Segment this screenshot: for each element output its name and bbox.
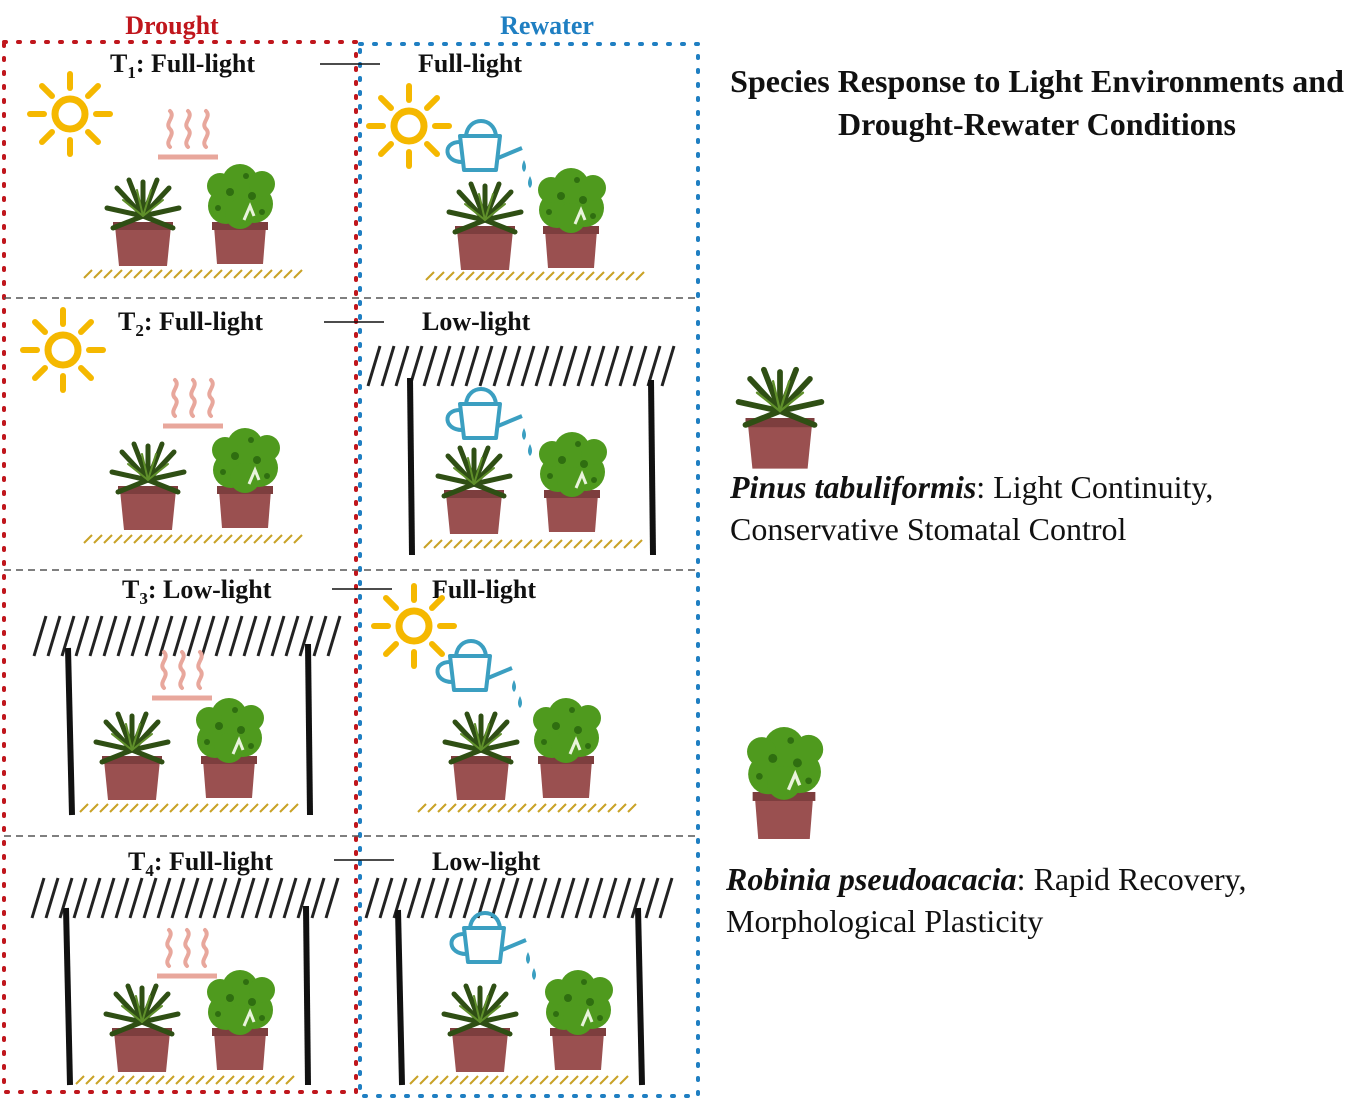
heat-icon [163, 380, 223, 426]
watering-can-icon [435, 639, 524, 710]
shade-net [32, 614, 342, 658]
robinia-plant-icon [205, 162, 277, 266]
ground-hatch [83, 534, 303, 544]
t3-rewater-label: Full-light [432, 575, 536, 604]
drought-frame [2, 40, 358, 1094]
species-pinus-desc: : Light Continuity, Conservative Stomata… [730, 469, 1214, 547]
sun-icon [30, 74, 110, 154]
t3-drought-label: T3: Low-light [122, 575, 272, 608]
species-pinus-text: Pinus tabuliformis: Light Continuity, Co… [730, 466, 1350, 550]
robinia-plant-icon [543, 968, 615, 1072]
ground-hatch [79, 803, 299, 813]
shade-post [395, 909, 405, 1086]
heat-icon [152, 652, 212, 698]
shade-net [30, 876, 340, 920]
pine-plant-icon [106, 986, 178, 1072]
pine-plant-icon [438, 448, 510, 534]
species-robinia-desc: : Rapid Recovery, Morphological Plastici… [726, 861, 1247, 939]
treatment-row-t3: T3: Low-light Full-light [32, 575, 637, 816]
legend-robinia-icon [745, 725, 825, 841]
pine-plant-icon [96, 714, 168, 800]
ground-hatch [75, 1075, 295, 1085]
robinia-plant-icon [210, 426, 282, 530]
species-robinia-name: Robinia pseudoacacia [726, 861, 1017, 897]
t1-rewater-label: Full-light [418, 49, 522, 78]
figure-title: Species Response to Light Environments a… [730, 63, 1344, 142]
pine-plant-icon [449, 184, 521, 270]
sun-icon [369, 86, 449, 166]
shade-post [635, 907, 645, 1086]
watering-can-icon [449, 911, 538, 982]
t2-rewater-label: Low-light [422, 307, 531, 336]
t4-rewater-label: Low-light [432, 847, 541, 876]
rewater-column-header: Rewater [500, 11, 594, 40]
ground-hatch [425, 271, 645, 281]
robinia-plant-icon [537, 430, 609, 534]
shade-post [305, 643, 313, 816]
t2-drought-label: T2: Full-light [118, 307, 263, 340]
drought-column-header: Drought [125, 11, 219, 40]
shade-post [648, 379, 656, 556]
shade-net [366, 344, 676, 388]
watering-can-icon [445, 119, 534, 190]
sun-icon [374, 586, 454, 666]
pine-plant-icon [444, 986, 516, 1072]
sun-icon [23, 310, 103, 390]
species-robinia-text: Robinia pseudoacacia: Rapid Recovery, Mo… [726, 858, 1356, 942]
treatment-row-t1: T1: Full-light Full-light [30, 49, 645, 281]
ground-hatch [83, 269, 303, 279]
pine-plant-icon [445, 714, 517, 800]
ground-hatch [423, 539, 643, 549]
treatment-row-t4: T4: Full-light Low-light [30, 847, 674, 1086]
heat-icon [158, 111, 218, 157]
pine-plant-icon [107, 180, 179, 266]
ground-hatch [417, 803, 637, 813]
shade-post [303, 905, 311, 1086]
robinia-plant-icon [194, 696, 266, 800]
shade-post [407, 377, 415, 556]
rewater-frame [358, 42, 700, 1098]
t1-drought-label: T1: Full-light [110, 49, 255, 82]
ground-hatch [409, 1075, 629, 1085]
pine-plant-icon [112, 444, 184, 530]
robinia-plant-icon [536, 166, 608, 270]
treatment-row-t2: T2: Full-light Low-light [23, 307, 676, 556]
row-dividers [4, 297, 698, 837]
legend-pine-icon [739, 370, 822, 469]
robinia-plant-icon [531, 696, 603, 800]
shade-post [63, 907, 73, 1086]
shade-post [65, 647, 75, 816]
shade-net [364, 876, 674, 920]
t4-drought-label: T4: Full-light [128, 847, 273, 880]
robinia-plant-icon [205, 968, 277, 1072]
species-pinus-name: Pinus tabuliformis [730, 469, 977, 505]
heat-icon [157, 930, 217, 976]
